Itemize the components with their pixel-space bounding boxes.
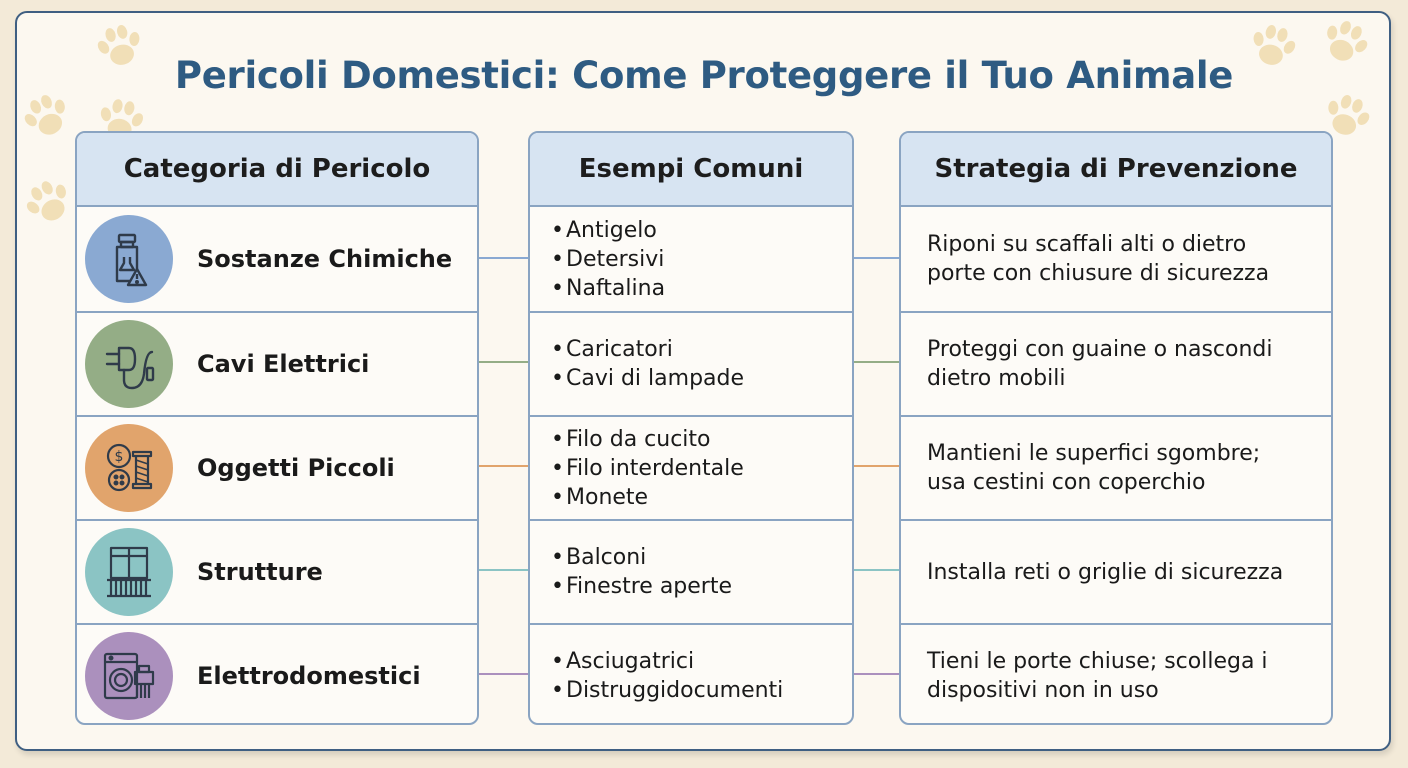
- category-label: Oggetti Piccoli: [197, 454, 395, 482]
- connector-line: [478, 569, 528, 571]
- washing-machine-shredder-icon: [85, 632, 173, 720]
- connector-line: [853, 569, 900, 571]
- category-label: Sostanze Chimiche: [197, 245, 453, 273]
- examples-list: Balconi Finestre aperte: [530, 543, 732, 601]
- list-item: Caricatori: [551, 335, 744, 364]
- category-header: Categoria di Pericolo: [77, 133, 477, 207]
- connector-line: [853, 673, 900, 675]
- window-balcony-icon: [85, 528, 173, 616]
- list-item: Filo interdentale: [551, 454, 744, 483]
- strategy-text: Installa reti o griglie di sicurezza: [927, 559, 1284, 585]
- page-title: Pericoli Domestici: Come Proteggere il T…: [174, 54, 1234, 97]
- category-row: Sostanze Chimiche: [77, 207, 477, 311]
- strategy-text: Proteggi con guaine o nascondi dietro mo…: [927, 337, 1273, 391]
- list-item: Finestre aperte: [551, 572, 732, 601]
- connector-line: [478, 257, 528, 259]
- strategy-cell: Installa reti o griglie di sicurezza: [901, 519, 1331, 623]
- category-row: Cavi Elettrici: [77, 311, 477, 415]
- strategy-cell: Tieni le porte chiuse; scollega i dispos…: [901, 623, 1331, 723]
- examples-cell: Filo da cucito Filo interdentale Monete: [530, 415, 852, 519]
- category-row: Elettrodomestici: [77, 623, 477, 723]
- strategy-text: Riponi su scaffali alti o dietro porte c…: [927, 232, 1270, 286]
- connector-line: [853, 361, 900, 363]
- category-column: Categoria di Pericolo Sostanze Chimiche: [75, 131, 479, 725]
- category-label: Strutture: [197, 558, 323, 586]
- coin-button-thread-icon: $: [85, 424, 173, 512]
- list-item: Asciugatrici: [551, 647, 783, 676]
- examples-header: Esempi Comuni: [530, 133, 852, 207]
- examples-list: Asciugatrici Distruggidocumenti: [530, 647, 783, 705]
- strategy-header: Strategia di Prevenzione: [901, 133, 1331, 207]
- list-item: Cavi di lampade: [551, 364, 744, 393]
- connector-line: [853, 465, 900, 467]
- connector-line: [478, 465, 528, 467]
- strategy-column: Strategia di Prevenzione Riponi su scaff…: [899, 131, 1333, 725]
- strategy-cell: Riponi su scaffali alti o dietro porte c…: [901, 207, 1331, 311]
- strategy-cell: Mantieni le superfici sgombre; usa cesti…: [901, 415, 1331, 519]
- list-item: Antigelo: [551, 216, 665, 245]
- strategy-text: Tieni le porte chiuse; scollega i dispos…: [927, 649, 1268, 703]
- list-item: Filo da cucito: [551, 425, 744, 454]
- category-label: Elettrodomestici: [197, 662, 421, 690]
- connector-line: [478, 673, 528, 675]
- examples-list: Caricatori Cavi di lampade: [530, 335, 744, 393]
- paw-print-icon: [24, 178, 74, 228]
- category-row: $ Oggetti Piccoli: [77, 415, 477, 519]
- svg-text:$: $: [115, 449, 124, 465]
- category-row: Strutture: [77, 519, 477, 623]
- examples-cell: Caricatori Cavi di lampade: [530, 311, 852, 415]
- examples-cell: Antigelo Detersivi Naftalina: [530, 207, 852, 311]
- list-item: Detersivi: [551, 245, 665, 274]
- examples-column: Esempi Comuni Antigelo Detersivi Naftali…: [528, 131, 854, 725]
- electric-plug-icon: [85, 320, 173, 408]
- strategy-cell: Proteggi con guaine o nascondi dietro mo…: [901, 311, 1331, 415]
- strategy-text: Mantieni le superfici sgombre; usa cesti…: [927, 441, 1261, 495]
- connector-line: [853, 257, 900, 259]
- examples-list: Filo da cucito Filo interdentale Monete: [530, 425, 744, 512]
- chemical-bottle-icon: [85, 215, 173, 303]
- paw-print-icon: [22, 92, 72, 142]
- examples-list: Antigelo Detersivi Naftalina: [530, 216, 665, 303]
- examples-cell: Balconi Finestre aperte: [530, 519, 852, 623]
- category-label: Cavi Elettrici: [197, 350, 370, 378]
- connector-line: [478, 361, 528, 363]
- list-item: Monete: [551, 483, 744, 512]
- list-item: Distruggidocumenti: [551, 676, 783, 705]
- examples-cell: Asciugatrici Distruggidocumenti: [530, 623, 852, 723]
- list-item: Naftalina: [551, 274, 665, 303]
- list-item: Balconi: [551, 543, 732, 572]
